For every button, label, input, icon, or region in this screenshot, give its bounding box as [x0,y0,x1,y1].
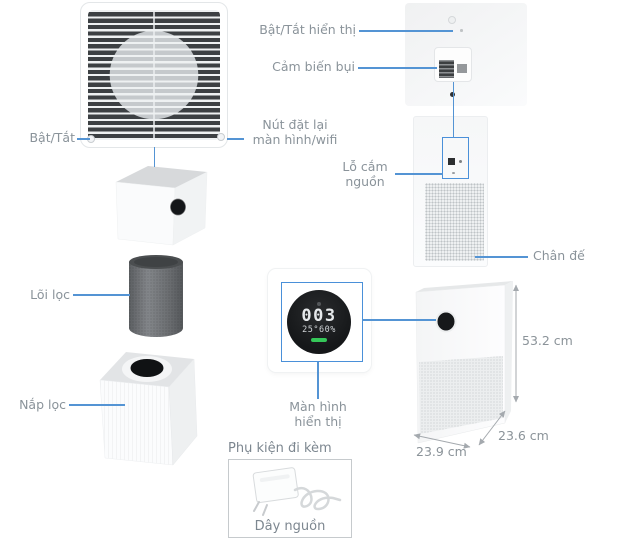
temp-humidity-value: 25°60% [302,325,336,336]
dimension-width: 23.9 cm [416,444,467,459]
leader-line-filter-core [73,294,130,296]
display-panel-image: 003 25°60% [268,269,371,372]
status-dot-icon [317,302,321,307]
filter-core-image [129,255,183,337]
leader-line-display-screen [317,362,319,399]
socket-dot [459,160,462,163]
label-base: Chân đế [533,248,585,263]
power-socket-highlight-box [442,137,469,179]
accessories-title: Phụ kiện đi kèm [228,441,332,456]
top-body-cube-image [115,166,208,246]
fan-grille-image [80,2,228,148]
dust-sensor-housing [434,47,472,82]
dimension-depth: 23.6 cm [498,428,549,443]
filter-cover-image [99,352,198,466]
leader-line-power-socket [395,173,443,175]
label-power-socket: Lỗ cắm nguồn [342,159,388,189]
connector-display-to-unit [362,319,436,321]
connector-grille-to-cube [153,147,155,167]
power-socket [448,158,455,165]
accessories-box: Dây nguồn [228,459,352,538]
label-filter-cover: Nắp lọc [19,397,66,412]
leader-line-base [475,256,528,258]
reset-button-dot [217,133,225,141]
label-dust-sensor: Cảm biến bụi [272,59,355,74]
power-cord-squiggle [293,486,342,511]
label-reset-button: Nút đặt lại màn hình/wifi [252,117,338,147]
dust-sensor-window [457,64,467,73]
dimension-height: 53.2 cm [522,333,573,348]
aqi-value: 003 [301,306,337,327]
filter-cover-hole [130,359,164,377]
leader-line-filter-cover [69,404,125,406]
socket-dot-small [452,172,455,174]
display-toggle-button-dot [448,16,456,24]
label-filter-core: Lõi lọc [30,287,70,302]
label-power-button: Bật/Tắt [29,130,75,145]
purifier-display-circle [435,310,457,333]
back-top-panel-image [405,3,527,106]
back-mesh [425,183,484,261]
air-outlet-hole [169,197,187,217]
aqi-level-bar [311,338,327,342]
power-adapter-image [252,467,342,516]
leader-line-dust-sensor [358,67,437,69]
label-display-toggle: Bật/Tắt hiển thị [259,22,356,37]
dust-sensor-grille [439,60,454,78]
purifier-unit-image [415,281,513,444]
connector-sensor-to-socket [452,82,454,138]
display-highlight-box [281,282,363,362]
power-cord-label: Dây nguồn [254,519,326,534]
label-display-screen: Màn hình hiển thị [289,399,347,429]
leader-line-reset [227,138,244,140]
leader-line-display-toggle [359,30,453,32]
indicator-dot [460,29,463,32]
fan-grille-slats [88,10,220,140]
display-screen: 003 25°60% [287,290,351,354]
back-lower-panel-image [413,116,488,267]
leader-line-power [77,138,90,140]
